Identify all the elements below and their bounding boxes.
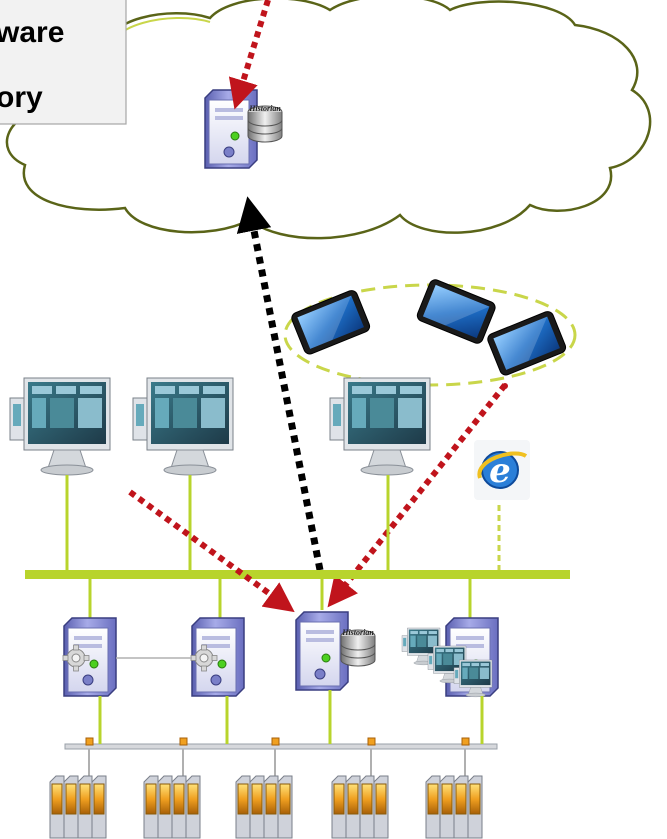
storage-bus	[64, 743, 498, 750]
callout-line-2: ory	[0, 81, 43, 114]
bus-taps	[85, 737, 470, 746]
tablet-1[interactable]	[289, 288, 372, 357]
red-arrow-tablet-to-historian	[327, 383, 508, 608]
hmi-workstation-3[interactable]	[329, 377, 431, 476]
storage-rack-1[interactable]	[49, 775, 107, 839]
storage-rack-icon	[331, 775, 389, 839]
network-bus	[25, 570, 570, 579]
historian-label-plant: Historian	[341, 628, 374, 637]
hmi-workstation-1[interactable]	[9, 377, 111, 476]
black-arrow-plant-to-cloud	[236, 196, 324, 571]
storage-rack-icon	[49, 775, 107, 839]
tablet-icon	[289, 288, 372, 357]
server-icon	[295, 611, 349, 691]
storage-rack-4[interactable]	[331, 775, 389, 839]
storage-rack-icon	[235, 775, 293, 839]
monitor-icon	[132, 377, 234, 476]
tablet-icon	[485, 309, 568, 378]
storage-rack-5[interactable]	[425, 775, 483, 839]
storage-rack-icon	[425, 775, 483, 839]
monitor-icon	[9, 377, 111, 476]
cloud-historian-server[interactable]: Historian	[204, 89, 283, 169]
server-2[interactable]	[190, 617, 245, 697]
historian-label-cloud: Historian	[248, 104, 281, 113]
cloud-shape	[5, 0, 652, 240]
server-storage-links	[98, 690, 484, 744]
storage-rack-icon	[143, 775, 201, 839]
bus-connectors	[65, 475, 472, 625]
storage-rack-2[interactable]	[143, 775, 201, 839]
red-arrow-workstation-to-historian	[128, 489, 295, 613]
storage-drops	[88, 749, 466, 777]
storage-rack-3[interactable]	[235, 775, 293, 839]
plant-historian-server[interactable]: Historian	[295, 611, 376, 691]
hmi-workstation-2[interactable]	[132, 377, 234, 476]
callout-box	[0, 0, 127, 125]
server-1[interactable]	[62, 617, 117, 697]
tablet-3[interactable]	[485, 309, 568, 378]
internet-explorer-icon[interactable]: e	[474, 440, 530, 500]
callout-line-1: ware	[0, 16, 64, 49]
monitor-icon	[329, 377, 431, 476]
svg-text:e: e	[489, 451, 511, 491]
